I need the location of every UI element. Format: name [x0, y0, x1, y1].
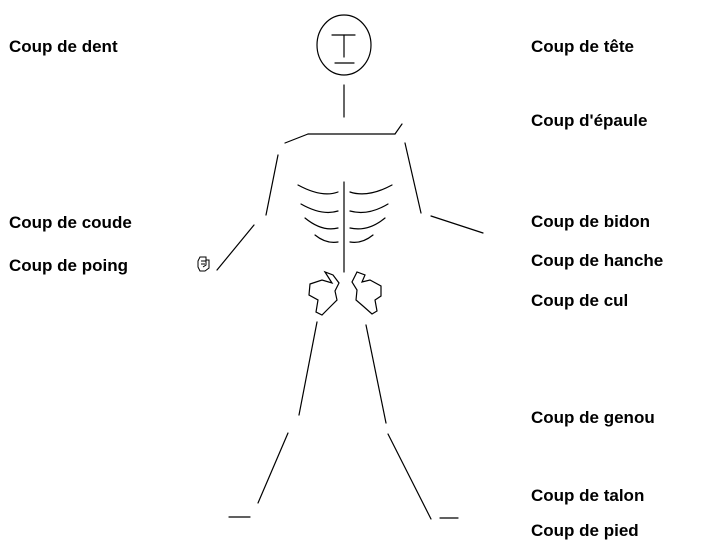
pelvis: [309, 272, 381, 315]
label-coup-de-bidon[interactable]: Coup de bidon: [531, 212, 650, 232]
legs: [229, 322, 458, 519]
label-coup-de-pied[interactable]: Coup de pied: [531, 521, 639, 541]
label-coup-de-cul[interactable]: Coup de cul: [531, 291, 628, 311]
label-coup-de-talon[interactable]: Coup de talon: [531, 486, 644, 506]
label-coup-de-genou[interactable]: Coup de genou: [531, 408, 655, 428]
ribs: [298, 185, 392, 242]
label-coup-de-coude[interactable]: Coup de coude: [9, 213, 132, 233]
fist-icon: [196, 255, 212, 273]
shoulders: [285, 124, 402, 143]
label-coup-de-dent[interactable]: Coup de dent: [9, 37, 118, 57]
label-coup-de-tete[interactable]: Coup de tête: [531, 37, 634, 57]
head: [317, 15, 371, 75]
label-coup-de-hanche[interactable]: Coup de hanche: [531, 251, 663, 271]
arms: [217, 143, 483, 270]
label-coup-de-poing[interactable]: Coup de poing: [9, 256, 128, 276]
label-coup-d-epaule[interactable]: Coup d'épaule: [531, 111, 647, 131]
